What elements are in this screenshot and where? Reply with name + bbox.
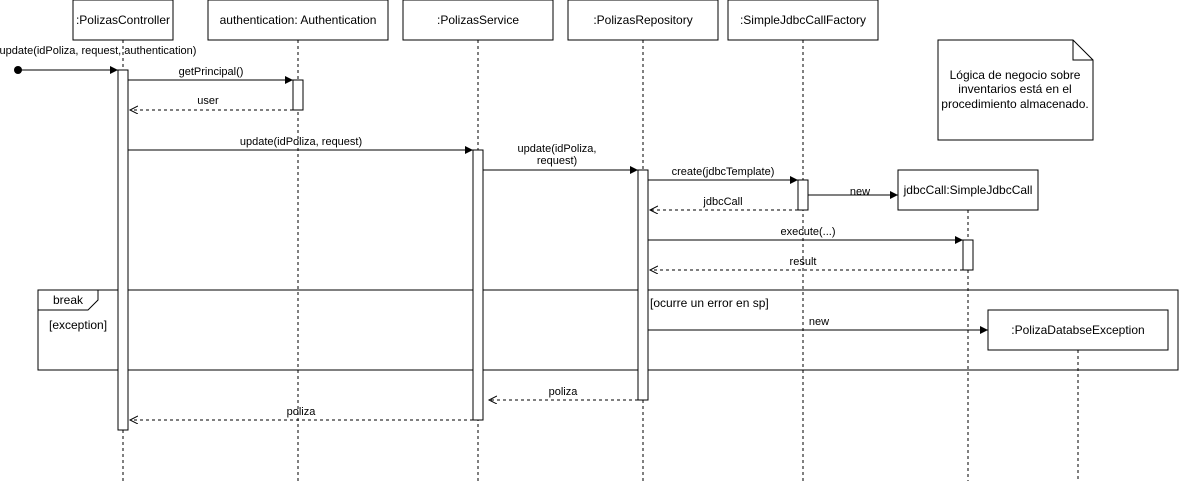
- activation-controller: [117, 69, 129, 431]
- participant-label: :PolizasRepository: [593, 13, 692, 27]
- fragment-operator: break: [53, 293, 84, 307]
- message-label: poliza: [287, 406, 317, 418]
- message-jdbccall-return[interactable]: jdbcCall: [650, 196, 798, 210]
- message-execute[interactable]: execute(...): [648, 226, 963, 244]
- note-line: Lógica de negocio sobre: [950, 68, 1081, 82]
- message-label: create(jdbcTemplate): [672, 166, 775, 178]
- message-entry-update[interactable]: update(idPoliza, request, authentication…: [0, 45, 196, 74]
- message-label: new: [809, 316, 829, 328]
- participant-controller[interactable]: :PolizasController: [72, 0, 174, 41]
- message-label: execute(...): [780, 226, 835, 238]
- participant-label: jdbcCall:SimpleJdbcCall: [903, 183, 1033, 197]
- participant-jdbc-call[interactable]: jdbcCall:SimpleJdbcCall: [897, 169, 1039, 211]
- message-result-return[interactable]: result: [650, 256, 963, 270]
- message-new-exception[interactable]: new: [648, 316, 988, 334]
- participant-service[interactable]: :PolizasService: [402, 0, 554, 41]
- fragment-guard: [exception]: [49, 318, 107, 332]
- message-label: update(idPoliza, request, authentication…: [0, 45, 196, 57]
- message-create[interactable]: create(jdbcTemplate): [648, 166, 798, 184]
- participant-repository[interactable]: :PolizasRepository: [567, 0, 719, 41]
- participant-label: authentication: Authentication: [220, 13, 377, 27]
- message-poliza-return-service[interactable]: poliza: [130, 406, 473, 420]
- activation-factory: [797, 179, 809, 211]
- activation-authentication: [292, 79, 304, 111]
- participant-label: :PolizaDatabseException: [1011, 323, 1144, 337]
- lifelines: [122, 40, 1079, 481]
- message-label: jdbcCall: [702, 196, 742, 208]
- message-label: request): [537, 155, 577, 167]
- message-service-update[interactable]: update(idPoliza, request): [128, 136, 473, 154]
- message-poliza-return-repository[interactable]: poliza: [489, 386, 638, 400]
- message-label: update(idPoliza,: [518, 143, 597, 155]
- message-label: result: [790, 256, 817, 268]
- message-new-jdbc-call[interactable]: new: [808, 186, 898, 199]
- break-fragment[interactable]: break [exception] [ocurre un error en sp…: [37, 289, 1179, 371]
- message-label: poliza: [549, 386, 579, 398]
- activation-service: [472, 149, 484, 421]
- message-label: update(idPoliza, request): [240, 136, 362, 148]
- participant-authentication[interactable]: authentication: Authentication: [207, 0, 389, 41]
- fragment-condition: [ocurre un error en sp]: [650, 296, 769, 310]
- participant-label: :PolizasService: [437, 13, 519, 27]
- activation-repository: [637, 169, 649, 401]
- participant-factory[interactable]: :SimpleJdbcCallFactory: [727, 0, 879, 41]
- note-line: inventarios está en el: [958, 82, 1071, 96]
- participant-label: :PolizasController: [76, 13, 170, 27]
- message-repository-update[interactable]: update(idPoliza, request): [483, 143, 638, 174]
- participant-exception[interactable]: :PolizaDatabseException: [987, 309, 1169, 351]
- note-line: procedimiento almacenado.: [941, 97, 1088, 111]
- message-label: getPrincipal(): [179, 66, 244, 78]
- message-label: new: [850, 186, 870, 198]
- participant-label: :SimpleJdbcCallFactory: [740, 13, 866, 27]
- activation-jdbc-call: [962, 239, 974, 271]
- message-get-principal[interactable]: getPrincipal(): [128, 66, 293, 84]
- note[interactable]: Lógica de negocio sobre inventarios está…: [937, 39, 1094, 141]
- activations: [117, 69, 974, 431]
- message-label: user: [197, 95, 219, 107]
- message-user-return[interactable]: user: [130, 95, 293, 110]
